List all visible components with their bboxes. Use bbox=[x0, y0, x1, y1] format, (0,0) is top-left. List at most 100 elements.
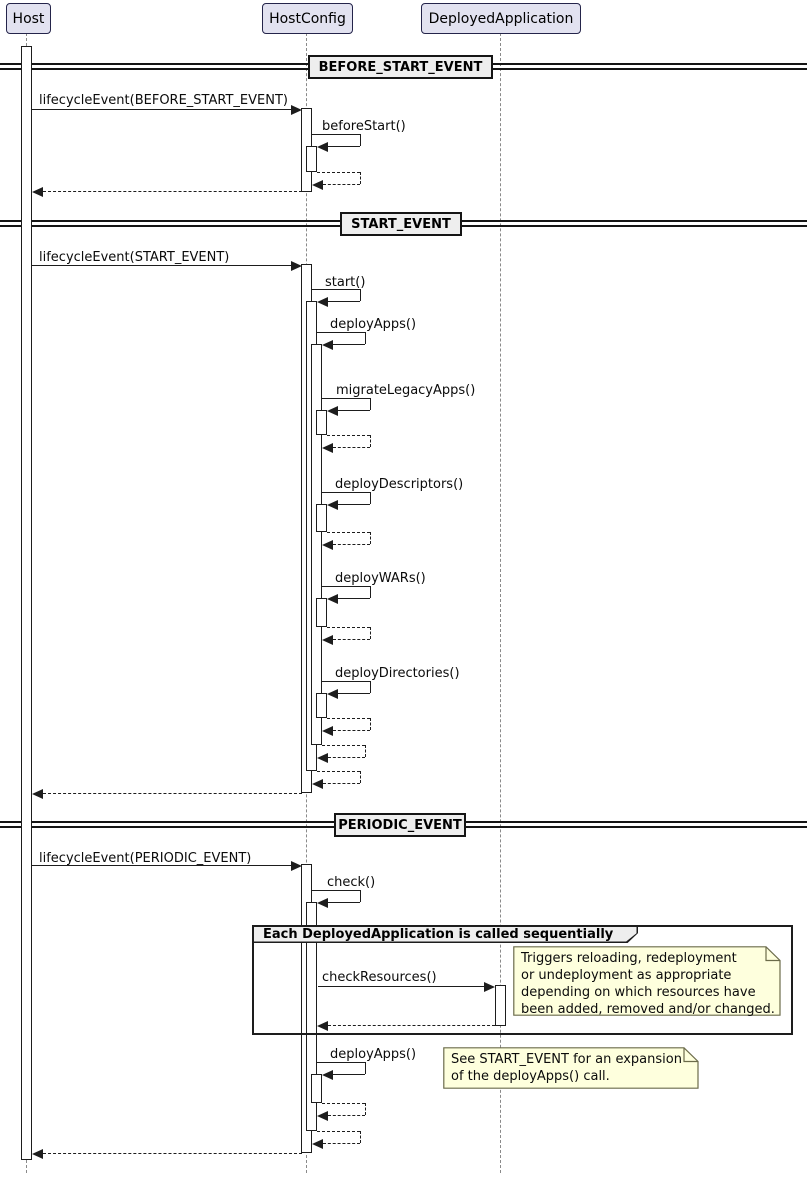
arrowhead-left-icon bbox=[317, 1021, 328, 1031]
return-line bbox=[327, 718, 370, 719]
arrowhead-left-icon bbox=[32, 789, 43, 799]
message-label: lifecycleEvent(PERIODIC_EVENT) bbox=[39, 851, 252, 866]
return-line bbox=[317, 1131, 360, 1132]
message-label: deployDescriptors() bbox=[335, 477, 464, 492]
divider-before-start-event: BEFORE_START_EVENT bbox=[308, 55, 493, 79]
arrowhead-left-icon bbox=[312, 1139, 323, 1149]
message-label: lifecycleEvent(BEFORE_START_EVENT) bbox=[39, 93, 288, 108]
message-label: deployApps() bbox=[330, 317, 417, 332]
self-call-line bbox=[328, 902, 360, 903]
activation-bar-hostconfig-nested3 bbox=[316, 693, 327, 718]
self-call-line bbox=[328, 146, 360, 147]
note-text: See START_EVENT for an expansion bbox=[451, 1052, 682, 1067]
arrowhead-right-icon bbox=[291, 861, 302, 871]
return-line bbox=[365, 1103, 366, 1115]
self-call-line bbox=[322, 586, 370, 587]
self-call-line bbox=[328, 301, 360, 302]
return-line bbox=[327, 435, 370, 436]
self-call-line bbox=[333, 1074, 365, 1075]
message-label: check() bbox=[327, 875, 376, 890]
self-call-line bbox=[333, 344, 365, 345]
message-line bbox=[32, 865, 292, 866]
message-line bbox=[32, 265, 292, 266]
return-line bbox=[43, 793, 302, 794]
return-line bbox=[43, 191, 302, 192]
return-line bbox=[317, 172, 360, 173]
return-line bbox=[333, 447, 370, 448]
arrowhead-left-icon bbox=[312, 180, 323, 190]
arrowhead-left-icon bbox=[322, 340, 333, 350]
group-title: Each DeployedApplication is called seque… bbox=[263, 927, 614, 942]
self-call-line bbox=[360, 890, 361, 902]
activation-bar-hostconfig-nested3 bbox=[316, 410, 327, 435]
message-label: checkResources() bbox=[322, 970, 437, 985]
activation-bar-hostconfig-nested2 bbox=[311, 1074, 322, 1103]
return-line bbox=[365, 745, 366, 757]
arrowhead-left-icon bbox=[317, 898, 328, 908]
message-label: deployDirectories() bbox=[335, 666, 460, 681]
return-line bbox=[333, 544, 370, 545]
self-call-line bbox=[317, 1062, 365, 1063]
return-line bbox=[370, 532, 371, 544]
self-call-line bbox=[312, 289, 360, 290]
activation-bar-deployedapplication bbox=[495, 985, 506, 1026]
message-label: migrateLegacyApps() bbox=[336, 383, 476, 398]
divider-start-event: START_EVENT bbox=[340, 212, 462, 236]
self-call-line bbox=[370, 586, 371, 598]
return-line bbox=[333, 730, 370, 731]
activation-bar-hostconfig-nested bbox=[306, 146, 317, 172]
arrowhead-right-icon bbox=[291, 105, 302, 115]
arrowhead-right-icon bbox=[484, 982, 495, 992]
note-text: Triggers reloading, redeployment bbox=[521, 951, 737, 966]
return-line bbox=[43, 1153, 302, 1154]
return-line bbox=[370, 435, 371, 447]
self-call-line bbox=[365, 1062, 366, 1074]
return-line bbox=[327, 532, 370, 533]
self-call-line bbox=[338, 504, 370, 505]
arrowhead-left-icon bbox=[322, 726, 333, 736]
arrowhead-left-icon bbox=[317, 297, 328, 307]
return-line bbox=[333, 639, 370, 640]
return-line bbox=[328, 1115, 365, 1116]
activation-bar-hostconfig-nested3 bbox=[316, 504, 327, 532]
message-line bbox=[32, 109, 292, 110]
self-call-line bbox=[338, 693, 370, 694]
return-line bbox=[328, 757, 365, 758]
arrowhead-left-icon bbox=[312, 779, 323, 789]
divider-periodic-event: PERIODIC_EVENT bbox=[334, 813, 466, 837]
arrowhead-left-icon bbox=[317, 1111, 328, 1121]
group-header bbox=[253, 926, 637, 942]
note-text: depending on which resources have bbox=[521, 985, 756, 1000]
arrowhead-left-icon bbox=[322, 540, 333, 550]
self-call-line bbox=[370, 681, 371, 693]
arrowhead-left-icon bbox=[317, 753, 328, 763]
note-text: of the deployApps() call. bbox=[451, 1069, 610, 1084]
arrowhead-right-icon bbox=[291, 261, 302, 271]
return-line bbox=[370, 718, 371, 730]
activation-bar-hostconfig-nested2 bbox=[311, 344, 322, 745]
self-call-line bbox=[360, 134, 361, 146]
return-line bbox=[322, 1103, 365, 1104]
return-line bbox=[360, 172, 361, 184]
return-line bbox=[323, 1143, 360, 1144]
note-text: or undeployment as appropriate bbox=[521, 968, 732, 983]
message-label: deployApps() bbox=[330, 1047, 417, 1062]
return-line bbox=[323, 783, 360, 784]
participant-deployedapplication: DeployedApplication bbox=[421, 3, 581, 34]
self-call-line bbox=[312, 890, 360, 891]
self-call-line bbox=[338, 410, 370, 411]
return-line bbox=[317, 771, 360, 772]
arrowhead-left-icon bbox=[327, 500, 338, 510]
self-call-line bbox=[370, 492, 371, 504]
participant-host: Host bbox=[6, 3, 51, 34]
self-call-line bbox=[365, 332, 366, 344]
self-call-line bbox=[370, 398, 371, 410]
lifeline-deployedapplication bbox=[500, 33, 501, 1173]
message-label: beforeStart() bbox=[322, 119, 406, 134]
return-line bbox=[328, 1025, 495, 1026]
message-label: start() bbox=[325, 275, 366, 290]
self-call-line bbox=[338, 598, 370, 599]
arrowhead-left-icon bbox=[322, 1070, 333, 1080]
self-call-line bbox=[360, 289, 361, 301]
